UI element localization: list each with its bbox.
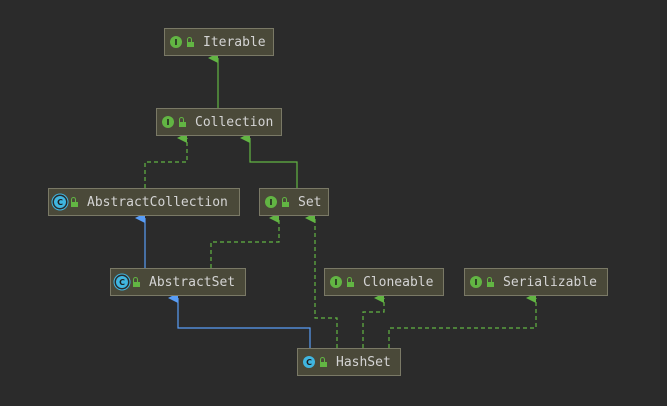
node-cloneable[interactable]: I Cloneable	[324, 268, 444, 296]
interface-icon: I	[162, 116, 174, 128]
node-label: Serializable	[503, 274, 597, 290]
interface-icon: I	[330, 276, 342, 288]
edge-hashset-extends-abstractset	[168, 293, 311, 348]
class-icon: C	[303, 356, 315, 368]
public-lock-icon	[319, 357, 328, 367]
node-label: AbstractCollection	[87, 194, 228, 210]
node-abstractcollection[interactable]: C AbstractCollection	[48, 188, 240, 216]
node-abstractset[interactable]: C AbstractSet	[110, 268, 246, 296]
public-lock-icon	[346, 277, 355, 287]
edge-hashset-implements-set	[305, 213, 338, 348]
node-label: Collection	[195, 114, 274, 130]
public-lock-icon	[70, 197, 79, 207]
node-label: HashSet	[336, 354, 391, 370]
edge-hashset-implements-serializable	[388, 293, 537, 348]
edge-hashset-implements-cloneable	[362, 293, 385, 348]
public-lock-icon	[186, 37, 195, 47]
public-lock-icon	[132, 277, 141, 287]
abstract-class-icon: C	[116, 276, 128, 288]
node-label: Set	[298, 194, 322, 210]
edge-set-extends-collection	[240, 133, 298, 188]
public-lock-icon	[486, 277, 495, 287]
node-label: Iterable	[203, 34, 266, 50]
interface-icon: I	[470, 276, 482, 288]
node-serializable[interactable]: I Serializable	[464, 268, 608, 296]
node-set[interactable]: I Set	[259, 188, 329, 216]
node-iterable[interactable]: I Iterable	[164, 28, 274, 56]
node-hashset[interactable]: C HashSet	[297, 348, 401, 376]
abstract-class-icon: C	[54, 196, 66, 208]
interface-icon: I	[265, 196, 277, 208]
interface-icon: I	[170, 36, 182, 48]
edge-abstractcollection-implements-collection	[144, 133, 188, 188]
node-label: Cloneable	[363, 274, 434, 290]
edge-abstractset-implements-set	[210, 213, 280, 268]
node-label: AbstractSet	[149, 274, 236, 290]
node-collection[interactable]: I Collection	[156, 108, 282, 136]
public-lock-icon	[178, 117, 187, 127]
public-lock-icon	[281, 197, 290, 207]
